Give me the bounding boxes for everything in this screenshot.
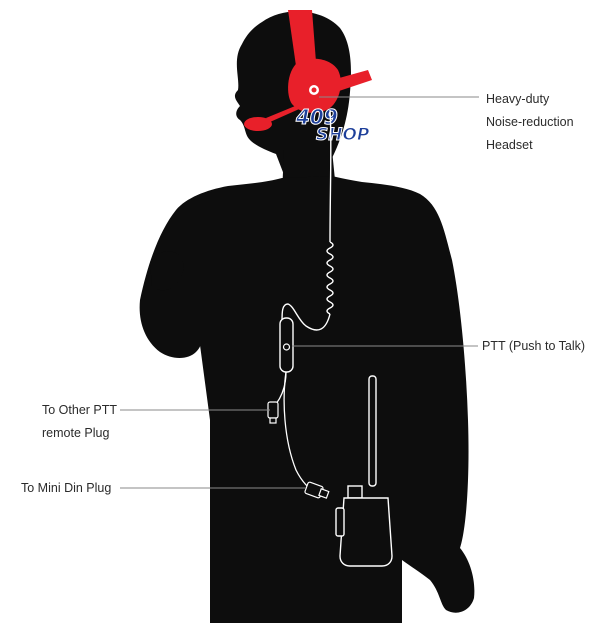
label-headset-line1: Heavy-duty (486, 92, 550, 106)
hand-silhouette (150, 251, 184, 291)
microphone (244, 117, 272, 131)
label-headset-line2: Noise-reduction (486, 115, 574, 129)
logo-registered: ® (364, 106, 372, 117)
torso-silhouette (139, 176, 475, 623)
label-mini-din: To Mini Din Plug (21, 477, 111, 500)
label-headset-line3: Headset (486, 138, 533, 152)
headset-cable (281, 109, 334, 331)
ptt-unit (279, 317, 294, 373)
two-way-radio (335, 375, 393, 567)
label-other-ptt-line1: To Other PTT (42, 403, 118, 417)
boom-arm (266, 104, 306, 122)
rear-strap (332, 70, 372, 92)
logo-word: SHOP (316, 125, 370, 145)
label-ptt-text: PTT (Push to Talk) (482, 339, 586, 353)
leader-lines (120, 96, 479, 489)
label-other-ptt-line2: remote Plug (42, 426, 110, 440)
coiled-cord (326, 241, 334, 315)
mini-din-plug (304, 481, 330, 499)
label-mini-din-text: To Mini Din Plug (21, 481, 112, 495)
remote-plug (267, 401, 279, 424)
label-ptt: PTT (Push to Talk) (482, 335, 585, 358)
headband (288, 10, 316, 66)
label-headset: Heavy-duty Noise-reduction Headset (486, 88, 574, 157)
label-other-ptt: To Other PTT remote Plug (42, 399, 117, 445)
person-silhouette (139, 11, 475, 623)
